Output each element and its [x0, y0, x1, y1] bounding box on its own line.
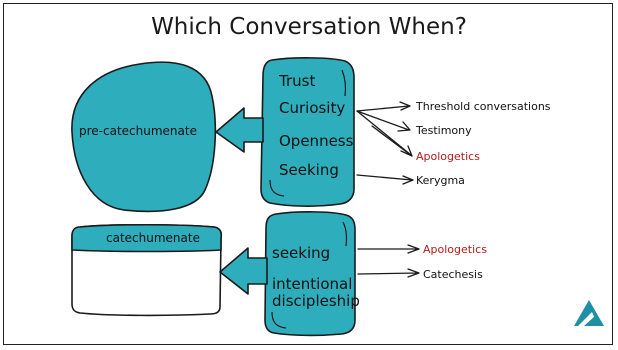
arrow-to-apologetics-top-2: [371, 125, 413, 157]
pre-catechumenate-blob: [71, 61, 217, 213]
seeking-label-bottom: seeking: [272, 244, 331, 262]
bottom-box-highlight: [342, 221, 348, 247]
top-left-arrow: [215, 107, 264, 153]
arrow-to-apologetics-bottom: [357, 244, 420, 254]
catechesis-label: Catechesis: [423, 268, 483, 281]
seeking-label-top: Seeking: [279, 161, 339, 179]
top-attributes-box: [260, 57, 355, 207]
intentional-label: intentional: [272, 275, 353, 293]
slide-title: Which Conversation When?: [151, 14, 467, 40]
mountain-logo-icon: [574, 300, 604, 326]
pre-catechumenate-label: pre-catechumenate: [79, 124, 197, 138]
testimony-label: Testimony: [416, 124, 472, 137]
curiosity-label: Curiosity: [279, 99, 346, 117]
catechumenate-header: [71, 223, 223, 253]
trust-label: Trust: [279, 72, 316, 90]
bottom-attributes-box: [264, 211, 356, 337]
arrow-to-catechesis: [357, 268, 420, 278]
apologetics-label-bottom: Apologetics: [423, 243, 487, 256]
apologetics-label-top: Apologetics: [416, 150, 480, 163]
arrow-to-testimony: [356, 110, 411, 132]
discipleship-label: discipleship: [272, 292, 360, 310]
top-box-highlight-bottom: [269, 179, 285, 197]
bottom-box-highlight-bottom: [271, 311, 287, 329]
arrow-to-threshold-conversations: [356, 101, 411, 112]
bottom-left-arrow: [219, 247, 268, 295]
catechumenate-label: catechumenate: [106, 231, 200, 245]
openness-label: Openness: [279, 132, 354, 150]
threshold-conversations-label: Threshold conversations: [416, 100, 551, 113]
top-box-highlight: [341, 69, 347, 97]
arrow-to-kerygma: [356, 174, 414, 185]
slide-frame: [3, 3, 613, 345]
kerygma-label: Kerygma: [416, 174, 465, 187]
